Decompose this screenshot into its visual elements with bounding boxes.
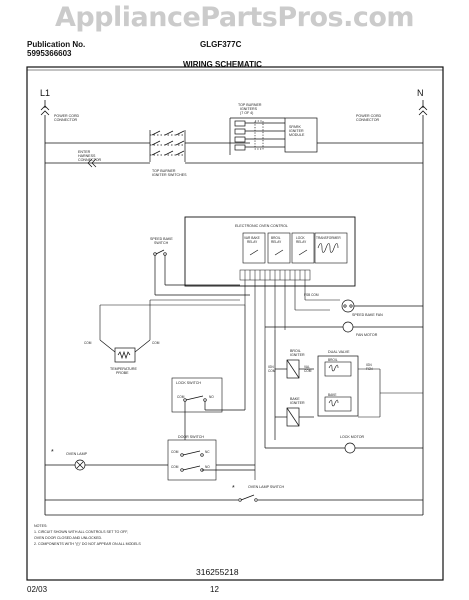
top-burner-switches xyxy=(45,130,423,168)
transformer-label: TRANSFORMER xyxy=(316,236,341,240)
control-connector-row xyxy=(239,269,311,281)
speed-bake-fan xyxy=(265,299,423,333)
diagram-label: NO xyxy=(205,465,210,469)
top-burner-switches-label: TOP BURNER xyxy=(152,169,176,173)
relay-1-label: VAR BAKE xyxy=(244,236,260,240)
page-title: WIRING SCHEMATIC xyxy=(183,60,262,69)
diagram-label: RELAY xyxy=(271,240,282,244)
footer-date: 02/03 xyxy=(27,585,48,594)
oven-lamp-switch xyxy=(45,494,423,502)
diagram-label: COM xyxy=(152,341,160,345)
diagram-label: NO xyxy=(209,395,214,399)
diagram-label: IGNITER xyxy=(289,129,304,133)
diagram-label: SWITCH xyxy=(154,241,169,245)
diagram-label: MODULE xyxy=(289,133,305,137)
door-switch xyxy=(180,420,255,472)
diagram-label: COM xyxy=(304,369,312,373)
lock-switch xyxy=(183,305,246,420)
power-cord-connector-right-label: POWER CORD xyxy=(356,114,382,118)
diagram-label: COM xyxy=(268,369,276,373)
temperature-probe-label: TEMPERATURE xyxy=(110,367,137,371)
relay-3-label: LOCK xyxy=(296,236,306,240)
schematic-part-number: 316255218 xyxy=(196,567,239,577)
speed-bake-switch xyxy=(153,249,250,296)
fan-com-label: FSB COM xyxy=(304,293,319,297)
rail-label-l1: L1 xyxy=(40,88,50,98)
broil-igniter-label: BROIL xyxy=(290,349,301,353)
lock-motor-label: LOCK MOTOR xyxy=(340,435,364,439)
fan-motor-label: FAN MOTOR xyxy=(356,333,378,337)
diagram-label: CONNECTOR xyxy=(54,118,77,122)
relay-2-label: BROIL xyxy=(271,236,281,240)
note-1: 1. CIRCUIT SHOWN WITH ALL CONTROLS SET T… xyxy=(34,530,128,534)
door-switch-label: DOOR SWITCH xyxy=(178,435,204,439)
spark-module-label: SPARK xyxy=(289,125,302,129)
power-cord-connector-left-label: POWER CORD xyxy=(54,114,80,118)
igniter-array xyxy=(229,117,423,155)
bake-igniter-label: BAKE xyxy=(290,397,300,401)
control-relays xyxy=(242,232,348,264)
publication-number: 5995366603 xyxy=(27,49,72,58)
dual-valve-broil-label: BROIL xyxy=(328,358,338,362)
diagram-label: IGNITER SWITCHES xyxy=(152,173,187,177)
lock-motor xyxy=(264,440,423,454)
diagram-label: COM xyxy=(171,450,179,454)
l1-rail xyxy=(40,100,50,515)
dual-valve xyxy=(317,355,359,417)
diagram-label: (7 OF 4) xyxy=(240,111,253,115)
diagram-label: IGNITER xyxy=(290,401,305,405)
model-number: GLGF377C xyxy=(200,40,242,49)
temperature-probe xyxy=(99,339,151,363)
control-harness-wires xyxy=(99,280,340,480)
top-burner-igniters-label: TOP BURNER xyxy=(238,103,262,107)
diagram-label: RELAY xyxy=(296,240,307,244)
oven-lamp-switch-label: OVEN LAMP SWITCH xyxy=(248,485,284,489)
diagram-label: OVEN DOOR CLOSED AND UNLOCKED. xyxy=(34,536,102,540)
notes-heading: NOTES: xyxy=(34,524,47,528)
rail-label-n: N xyxy=(417,88,424,98)
diagram-label: COM xyxy=(171,465,179,469)
schematic-frame xyxy=(26,66,444,581)
oven-control-box xyxy=(184,216,356,287)
diagram-label: COM xyxy=(84,341,92,345)
lock-switch-label: LOCK SWITCH xyxy=(176,381,201,385)
footer-page-number: 12 xyxy=(210,585,219,594)
svg-text:*: * xyxy=(232,485,235,492)
broil-igniter xyxy=(275,359,314,379)
dual-valve-label: DUAL VALVE xyxy=(328,350,350,354)
diagram-label: CONNECTOR xyxy=(356,118,379,122)
n-rail xyxy=(45,100,428,516)
oven-control-label: ELECTRONIC OVEN CONTROL xyxy=(235,224,288,228)
publication-label: Publication No. xyxy=(27,40,86,49)
diagram-label: PROBE xyxy=(116,371,129,375)
diagram-label: IGNITERS xyxy=(240,107,258,111)
diagram-label: NC xyxy=(205,450,210,454)
diagram-label: RELAY xyxy=(247,240,258,244)
dual-valve-bake-label: BAKE xyxy=(328,393,337,397)
harness-connector-label: ENTER xyxy=(78,150,91,154)
diagram-label: IGN xyxy=(268,365,274,369)
speed-bake-switch-label: SPEED BAKE xyxy=(150,237,173,241)
oven-lamp-label: OVEN LAMP xyxy=(66,452,88,456)
diagram-label: HARNESS xyxy=(78,154,96,158)
diagram-label: IGNITER xyxy=(290,353,305,357)
watermark: AppliancePartsPros.com xyxy=(54,2,415,33)
oven-lamp xyxy=(45,459,255,471)
diagram-label: COM xyxy=(177,395,185,399)
lamp-indicator: * xyxy=(51,449,54,456)
diagram-label: IGN xyxy=(366,363,372,367)
diagram-label: FCN xyxy=(366,367,373,371)
diagram-label: VAL xyxy=(304,365,310,369)
diagram-label: CONNECTOR xyxy=(78,158,101,162)
note-2: 2. COMPONENTS WITH "(!)" DO NOT APPEAR O… xyxy=(34,542,141,546)
speed-bake-fan-label: SPEED BAKE FAN xyxy=(352,313,383,317)
bake-igniter xyxy=(264,330,314,440)
